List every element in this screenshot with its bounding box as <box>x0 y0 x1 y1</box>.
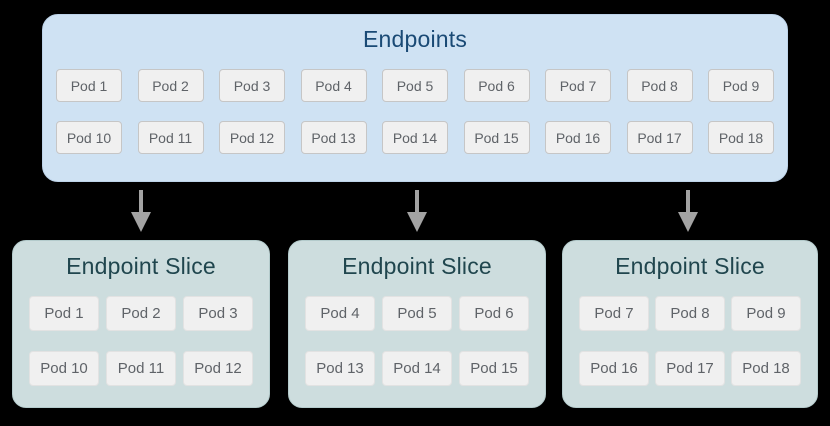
pod-chip: Pod 18 <box>731 351 801 386</box>
pod-chip: Pod 17 <box>626 121 693 154</box>
arrow-stem <box>686 190 690 216</box>
endpoints-title: Endpoints <box>362 26 468 52</box>
pod-chip: Pod 2 <box>137 69 204 102</box>
pod-chip: Pod 16 <box>545 121 611 154</box>
pod-chip: Pod 3 <box>219 69 285 102</box>
pod-chip: Pod 15 <box>463 121 530 154</box>
arrow-down-icon <box>407 190 427 232</box>
pod-chip: Pod 15 <box>459 351 529 386</box>
arrow-head <box>407 212 427 232</box>
pod-chip: Pod 5 <box>382 296 452 331</box>
pod-chip: Pod 1 <box>29 296 99 331</box>
pod-chip: Pod 2 <box>106 296 176 331</box>
pod-chip: Pod 14 <box>382 351 452 386</box>
pod-chip: Pod 9 <box>731 296 801 331</box>
arrow-head <box>678 212 698 232</box>
pod-chip: Pod 1 <box>56 69 122 102</box>
pod-chip: Pod 10 <box>29 351 99 386</box>
pod-chip: Pod 13 <box>300 121 367 154</box>
pod-chip: Pod 6 <box>459 296 529 331</box>
arrow-down-icon <box>678 190 698 232</box>
pod-chip: Pod 8 <box>626 69 693 102</box>
pod-chip: Pod 16 <box>579 351 649 386</box>
pod-chip: Pod 5 <box>382 69 448 102</box>
arrow-stem <box>139 190 143 216</box>
endpoints-pod-row-1: Pod 1 Pod 2 Pod 3 Pod 4 Pod 5 Pod 6 Pod 7 Pod 8… <box>43 69 787 102</box>
endpoint-slice-title: Endpoint Slice <box>66 253 216 279</box>
endpoint-slice-title: Endpoint Slice <box>342 253 492 279</box>
pod-chip: Pod 12 <box>219 121 285 154</box>
arrow-down-icon <box>131 190 151 232</box>
arrow-stem <box>415 190 419 216</box>
endpoints-box: Endpoints Pod 1 Pod 2 Pod 3 Pod 4 Pod 5 Pod 6… <box>42 14 788 182</box>
pod-chip: Pod 17 <box>655 351 725 386</box>
pod-chip: Pod 18 <box>708 121 774 154</box>
endpoints-pod-row-2: Pod 10 Pod 11 Pod 12 Pod 13 Pod 14 Pod 15 Pod … <box>43 121 787 154</box>
arrow-head <box>131 212 151 232</box>
pod-chip: Pod 14 <box>382 121 448 154</box>
pod-chip: Pod 6 <box>463 69 530 102</box>
pod-chip: Pod 10 <box>56 121 122 154</box>
endpoint-slice-title: Endpoint Slice <box>615 253 765 279</box>
pod-chip: Pod 4 <box>300 69 367 102</box>
pod-chip: Pod 8 <box>655 296 725 331</box>
pod-chip: Pod 4 <box>305 296 375 331</box>
pod-chip: Pod 3 <box>183 296 253 331</box>
pod-chip: Pod 7 <box>545 69 611 102</box>
pod-chip: Pod 7 <box>579 296 649 331</box>
pod-chip: Pod 9 <box>708 69 774 102</box>
pod-chip: Pod 12 <box>183 351 253 386</box>
pod-chip: Pod 11 <box>137 121 204 154</box>
pod-chip: Pod 13 <box>305 351 375 386</box>
pod-chip: Pod 11 <box>106 351 176 386</box>
